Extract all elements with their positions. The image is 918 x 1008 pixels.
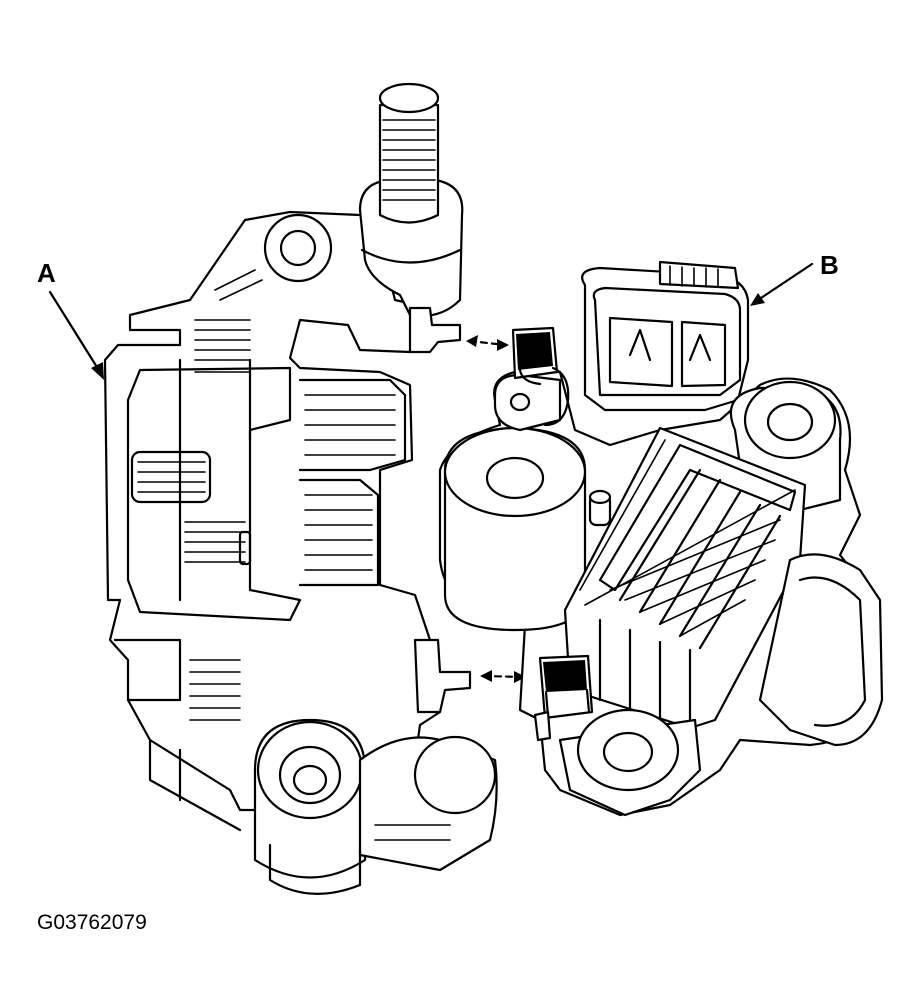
top-mount-hole: [279, 229, 317, 267]
top-mount-boss: [263, 213, 333, 283]
rectifier-assembly: [103, 210, 498, 895]
bottom-mount-boss: [253, 718, 498, 895]
figure-code: G03762079: [37, 911, 147, 934]
left-fins: [130, 450, 252, 566]
upper-terminal-tab: [408, 306, 462, 354]
rectifier-rib: [178, 358, 252, 602]
lower-terminal-tab: [413, 638, 472, 714]
leader-arrow-a: [48, 290, 104, 380]
rectifier-inner-recess: [126, 366, 302, 622]
lower-fins: [113, 638, 242, 832]
callout-label-a: A: [37, 258, 56, 288]
regulator-connector: [581, 260, 750, 412]
leader-arrow-b: [750, 262, 814, 306]
rectifier-plate: [103, 210, 442, 812]
callout-label-b: B: [820, 250, 839, 280]
upper-regulator-terminal: [511, 326, 570, 427]
stud-bolt: [358, 82, 464, 318]
lower-regulator-terminal: [533, 654, 594, 742]
upper-connection-arrow: [466, 335, 509, 351]
lower-connection-arrow: [480, 670, 526, 683]
right-fins: [298, 378, 407, 587]
regulator-end-cap: [758, 553, 884, 747]
regulator-assembly: [438, 260, 884, 817]
upper-fins: [194, 269, 263, 373]
